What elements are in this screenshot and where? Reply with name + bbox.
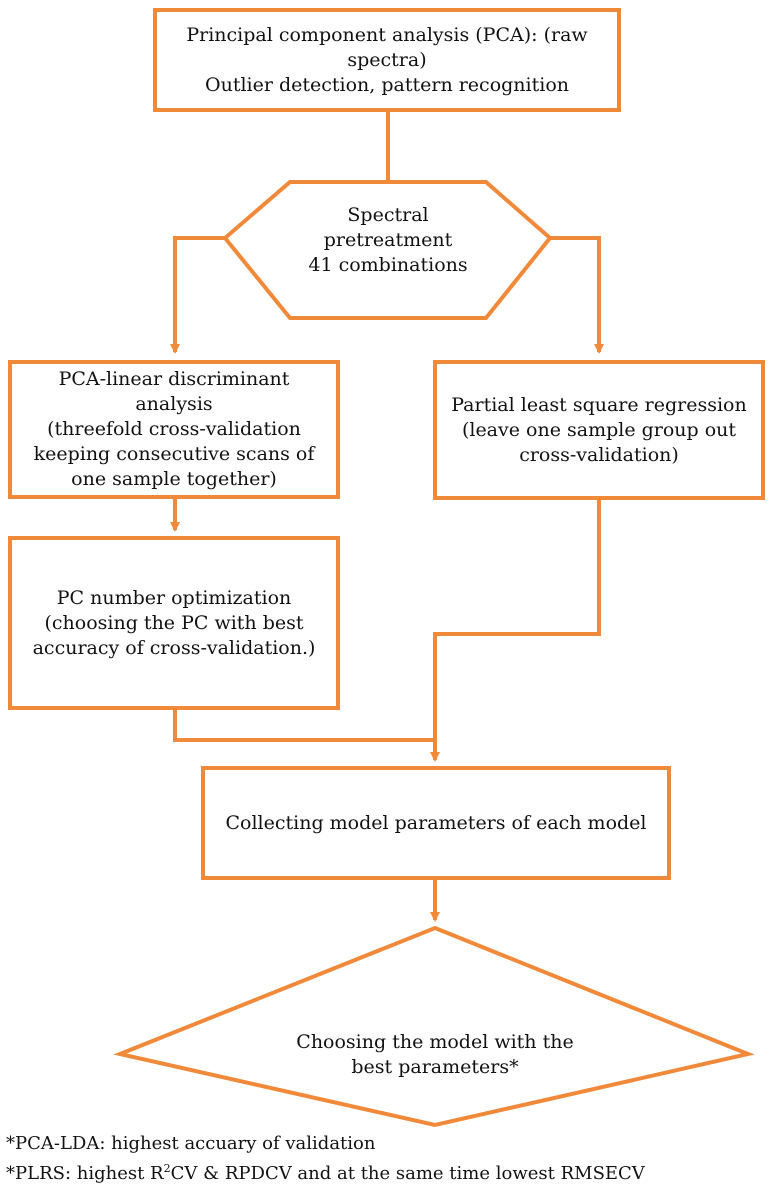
pretreatment-label-line: pretreatment (323, 228, 453, 251)
footnote-plrs-prefix: *PLRS: highest R (6, 1163, 164, 1184)
footnote-pca-lda: *PCA-LDA: highest accuary of validation (6, 1133, 375, 1155)
connector-plsr-down (433, 498, 601, 740)
pca-lda-label-line: analysis (135, 393, 213, 415)
footnote-pca-lda-text: *PCA-LDA: highest accuary of validation (6, 1133, 376, 1154)
plsr-label-line: Partial least square regression (451, 393, 747, 416)
collect-label: Collecting model parameters of each mode… (205, 770, 667, 876)
arrow-pretreatment-to-plsr (550, 236, 604, 354)
pc-opt-label-line: (choosing the PC with best (44, 611, 304, 634)
collect-label-line: Collecting model parameters of each mode… (225, 811, 647, 834)
arrow-pretreatment-to-pca-lda (170, 236, 225, 354)
choose-label-line: Choosing the model with the (296, 1031, 574, 1053)
footnote-plrs: *PLRS: highest R2CV & RPDCV and at the s… (6, 1163, 645, 1185)
footnote-plrs-suffix: CV & RPDCV and at the same time lowest R… (170, 1163, 645, 1184)
pca-lda-label-line: keeping consecutive scans of (33, 443, 315, 465)
pca-lda-label: PCA-linear discriminant analysis (threef… (12, 364, 336, 495)
plsr-label-line: cross-validation) (519, 443, 679, 466)
pc-opt-label-line: accuracy of cross-validation.) (32, 636, 316, 659)
pca-label-line: spectra) (347, 48, 427, 71)
pca-lda-label-line: one sample together) (71, 468, 277, 490)
pretreatment-label-line: Spectral (347, 203, 429, 226)
pc-opt-label-line: PC number optimization (56, 586, 292, 609)
choose-label-line: best parameters* (351, 1056, 519, 1078)
pca-lda-label-line: PCA-linear discriminant (58, 368, 290, 390)
pca-label-line: Outlier detection, pattern recognition (205, 73, 569, 96)
pca-lda-label-line: (threefold cross-validation (47, 418, 301, 440)
pc-opt-label: PC number optimization (choosing the PC … (12, 540, 336, 706)
footnote-plrs-superscript: 2 (163, 1162, 171, 1175)
plsr-label-line: (leave one sample group out (461, 418, 737, 441)
choose-diamond (113, 925, 755, 1128)
choose-label: Choosing the model with the best paramet… (250, 1020, 620, 1090)
pretreatment-label-line: 41 combinations (308, 253, 468, 276)
pca-label-line: Principal component analysis (PCA): (raw (186, 23, 588, 46)
pca-label: Principal component analysis (PCA): (raw… (157, 12, 617, 108)
pretreatment-label: Spectral pretreatment 41 combinations (290, 200, 486, 280)
plsr-label: Partial least square regression (leave o… (437, 364, 761, 496)
connector-pc-opt-down (173, 708, 435, 742)
